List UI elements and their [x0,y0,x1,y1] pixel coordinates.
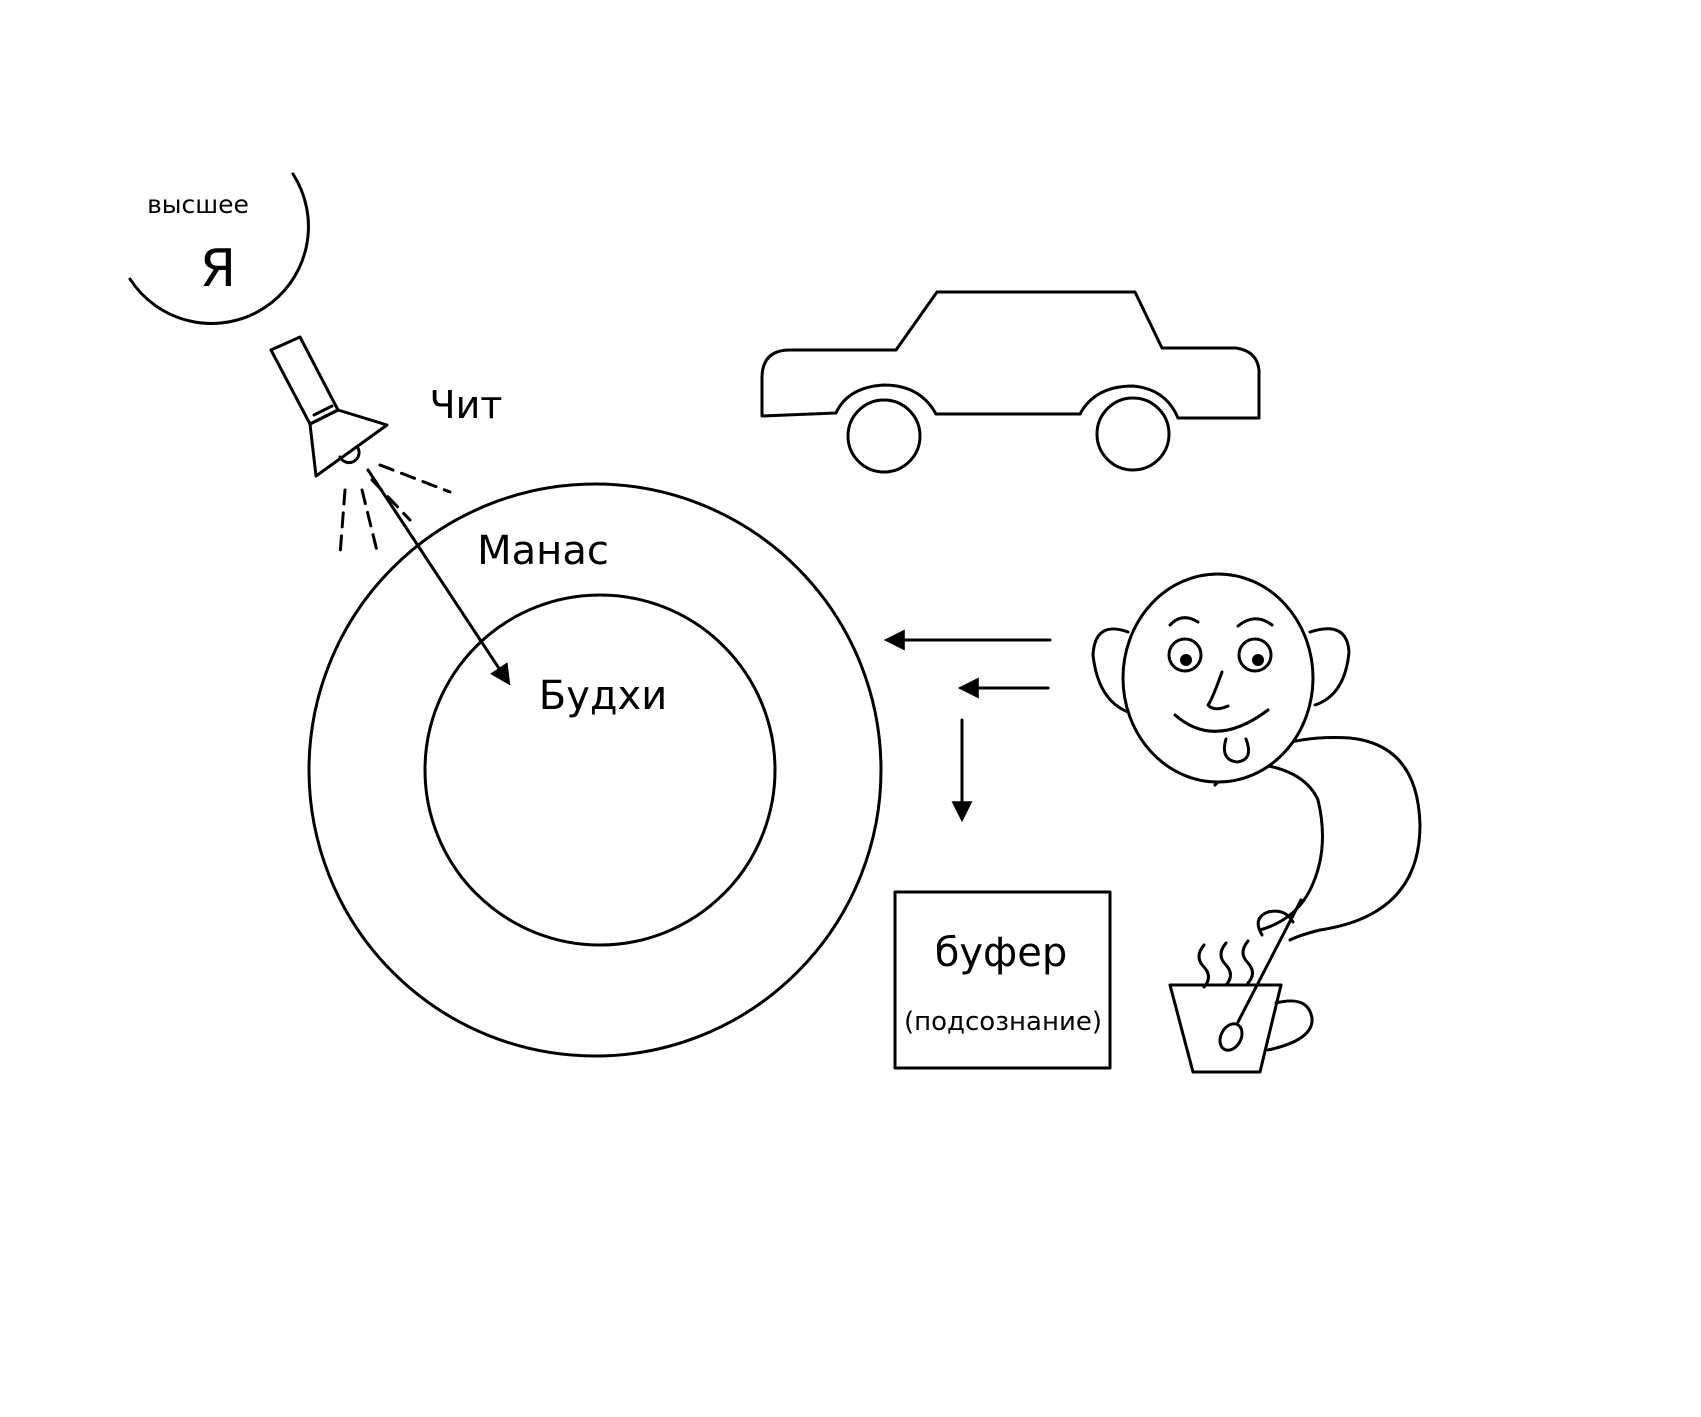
tea-cup-body [1168,983,1283,1074]
flashlight-body [269,335,340,426]
tea-cup-icon [1168,898,1314,1074]
tea-spoon [1236,898,1303,1024]
flashlight-head [308,408,389,478]
higher-self-arc [128,172,310,325]
flashlight-icon [269,335,511,686]
tea-cup-handle [1266,999,1314,1052]
face-arm-inner [1220,761,1324,932]
face-head [1121,572,1315,784]
face-hand [1256,909,1295,937]
face-ear-left [1091,627,1130,714]
car-wheel-left [846,398,922,474]
chit-label: Чит [430,383,503,427]
higher-self-big-label: Я [200,239,236,299]
buffer-subtitle: (подсознание) [904,1007,1102,1037]
face-ear-right [1308,627,1351,707]
buddhi-circle [423,593,777,947]
higher-self-small-label: высшее [147,190,249,219]
face-icon [1091,572,1422,942]
higher-self: высшее Я [128,172,310,325]
buffer-title: буфер [935,930,1068,976]
buffer-rect [893,890,1112,1070]
buddhi-label: Будхи [539,673,667,719]
car-wheel-right [1095,396,1171,472]
buffer-box: буфер (подсознание) [893,890,1112,1070]
manas-circle [307,482,883,1058]
manas-label: Манас [477,528,609,574]
chit-ray-arrow [366,468,511,686]
car-icon [760,290,1261,474]
